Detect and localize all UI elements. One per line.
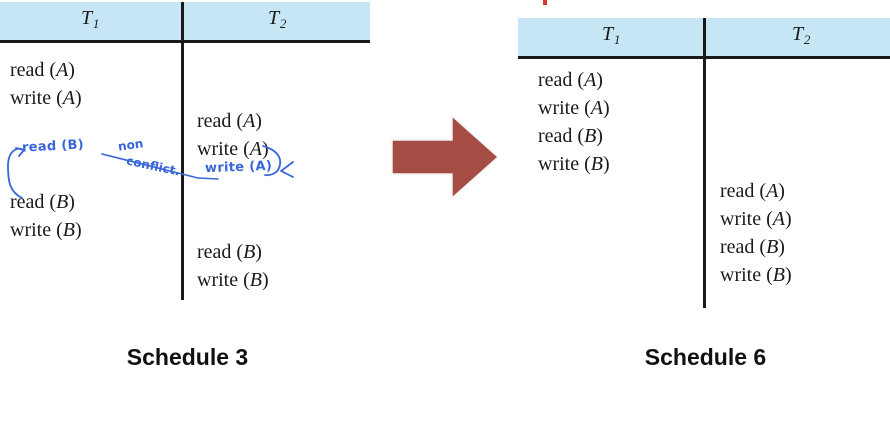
schedule-6-column-header-t2: T2 [708, 23, 890, 47]
op-line: read (A) [538, 69, 603, 91]
transform-arrow-icon [391, 114, 500, 200]
op-line: write (A) [197, 138, 269, 160]
schedule-3-t1-ops-group-1: read (A) write (A) [10, 56, 82, 112]
schedule-3-header-rule [0, 40, 370, 43]
schedule-3-t2-ops-group-2: read (B) write (B) [197, 238, 269, 294]
t1-label: T [80, 7, 93, 29]
t1-subscript: 1 [92, 16, 100, 31]
op-line: read (B) [10, 191, 75, 213]
op-line: read (A) [720, 180, 785, 202]
schedule-3-header-band [0, 2, 370, 40]
op-line: write (B) [538, 153, 610, 175]
t2-label: T [791, 23, 804, 45]
t2-label: T [267, 7, 280, 29]
schedule-6-t1-ops: read (A) write (A) read (B) write (B) [538, 66, 610, 178]
t1-subscript: 1 [613, 32, 621, 47]
schedule-3-column-divider [181, 2, 184, 300]
schedule-3-column-header-t2: T2 [186, 7, 368, 31]
handwritten-curved-arrow-left [7, 147, 25, 199]
op-line: read (B) [197, 241, 262, 263]
schedule-3-caption: Schedule 3 [126, 344, 249, 370]
schedule-3-table: T1 T2 read (A) write (A) read (B) write … [0, 2, 376, 302]
op-line: write (B) [197, 269, 269, 291]
t2-subscript: 2 [803, 32, 811, 47]
op-line: read (A) [10, 59, 75, 81]
op-line: write (B) [10, 219, 82, 241]
schedule-6-t2-ops: read (A) write (A) read (B) write (B) [720, 177, 792, 289]
op-line: read (B) [720, 236, 785, 258]
schedule-3-column-header-t1: T1 [0, 7, 180, 31]
red-annotation-mark [543, 0, 547, 5]
schedule-6-table: T1 T2 read (A) write (A) read (B) write … [518, 18, 890, 310]
schedule-6-column-header-t1: T1 [520, 23, 702, 47]
op-line: write (A) [538, 97, 610, 119]
schedule-3-t1-ops-group-2: read (B) write (B) [10, 188, 82, 244]
handwritten-curved-arrow-right [262, 145, 294, 178]
schedule-3-t2-ops-group-1: read (A) write (A) [197, 107, 269, 163]
op-line: write (B) [720, 264, 792, 286]
schedule-6-column-divider [703, 18, 706, 308]
handwritten-diagonal-connector [101, 153, 219, 180]
t1-label: T [601, 23, 614, 45]
schedule-6-caption: Schedule 6 [644, 344, 767, 370]
op-line: read (B) [538, 125, 603, 147]
op-line: write (A) [720, 208, 792, 230]
op-line: read (A) [197, 110, 262, 132]
t2-subscript: 2 [279, 16, 287, 31]
op-line: write (A) [10, 87, 82, 109]
